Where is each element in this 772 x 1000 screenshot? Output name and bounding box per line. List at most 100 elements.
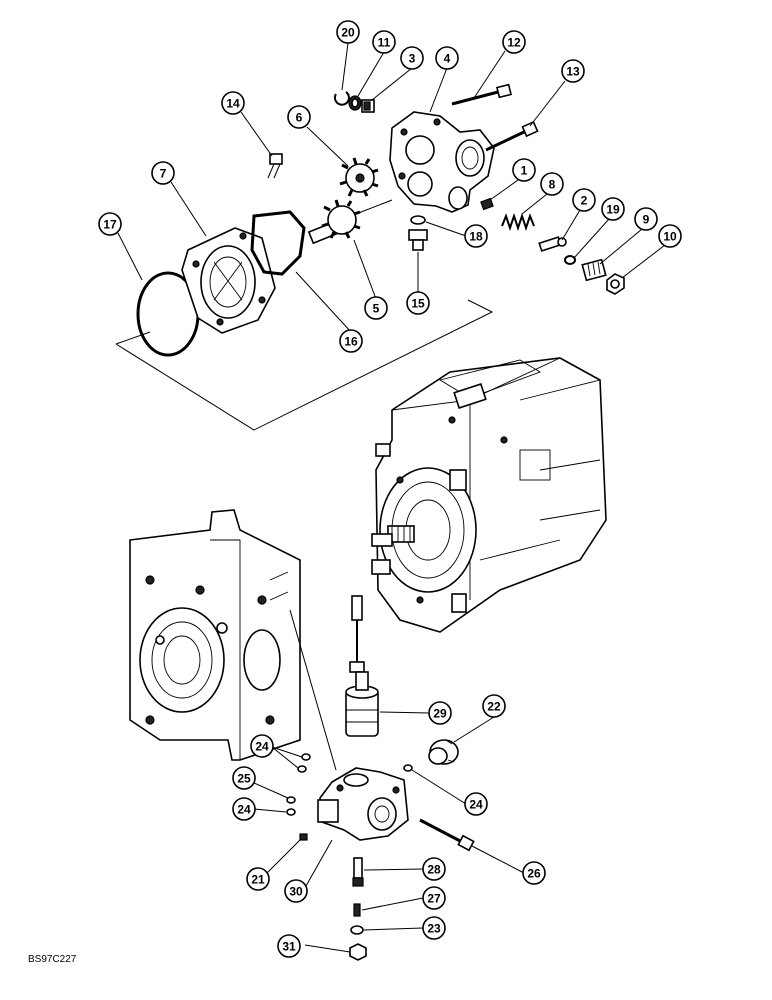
pump-body [389, 111, 495, 213]
callout-circle [502, 30, 526, 54]
callout-circle [221, 91, 245, 115]
callout-number: 17 [103, 218, 117, 232]
callout-4: 4 [435, 46, 459, 70]
solenoid [345, 595, 379, 737]
callout-circle [422, 886, 446, 910]
lock-nut [606, 273, 625, 295]
valve-bolt [419, 818, 475, 852]
callout-number: 8 [549, 178, 556, 192]
callout-31: 31 [277, 934, 301, 958]
callout-number: 11 [378, 36, 391, 50]
callout-circle [428, 701, 452, 725]
callout-number: 20 [341, 26, 355, 40]
callout-circle [422, 916, 446, 940]
drain-plug [408, 229, 428, 251]
callout-10: 10 [658, 224, 682, 248]
cap-nut-31 [349, 943, 367, 961]
set-screw [480, 197, 494, 211]
callout-circle [284, 879, 308, 903]
callout-number: 22 [487, 700, 501, 714]
callout-circle [250, 734, 274, 758]
callout-number: 4 [444, 52, 451, 66]
callout-number: 5 [373, 302, 380, 316]
callout-circle [561, 59, 585, 83]
callout-number: 10 [663, 230, 677, 244]
callout-circle [277, 934, 301, 958]
cover-bolt [267, 153, 283, 179]
callout-circle [400, 46, 424, 70]
reference-code: BS97C227 [28, 954, 77, 965]
callout-29: 29 [428, 701, 452, 725]
end-cap-housing [129, 509, 301, 761]
callout-20: 20 [336, 20, 360, 44]
callout-7: 7 [151, 161, 175, 185]
adjust-screw-28 [352, 857, 364, 887]
valve-body [317, 767, 409, 841]
o-ring-18 [410, 215, 426, 225]
gear-pump-assembly [136, 83, 625, 357]
callout-circle [482, 694, 506, 718]
callout-15: 15 [406, 291, 430, 315]
callout-19: 19 [601, 197, 625, 221]
callout-8: 8 [540, 172, 564, 196]
callout-circle [151, 161, 175, 185]
plug-3 [361, 99, 375, 113]
cover-gasket [250, 210, 306, 276]
callout-17: 17 [98, 212, 122, 236]
callout-number: 6 [296, 111, 303, 125]
long-bolt-12 [451, 83, 513, 106]
callout-circle [372, 30, 396, 54]
callout-number: 1 [521, 164, 528, 178]
callout-6: 6 [287, 105, 311, 129]
callout-22: 22 [482, 694, 506, 718]
control-valve [286, 595, 475, 961]
callout-circle [634, 207, 658, 231]
callout-number: 21 [251, 873, 265, 887]
drive-gear [339, 157, 379, 197]
callout-9: 9 [634, 207, 658, 231]
callout-number: 31 [282, 940, 296, 954]
callout-number: 13 [566, 65, 580, 79]
callout-number: 30 [289, 885, 303, 899]
callout-circle [464, 792, 488, 816]
callout-number: 15 [411, 297, 425, 311]
valve-plug [428, 739, 459, 765]
callout-18: 18 [464, 224, 488, 248]
callout-number: 24 [255, 740, 269, 754]
callout-circle [232, 797, 256, 821]
callout-circle [522, 861, 546, 885]
callout-number: 27 [427, 892, 441, 906]
callout-number: 23 [427, 922, 441, 936]
callout-2: 2 [572, 188, 596, 212]
seal-11 [348, 95, 362, 111]
callout-16: 16 [339, 329, 363, 353]
callout-30: 30 [284, 879, 308, 903]
callout-5: 5 [364, 296, 388, 320]
callout-14: 14 [221, 91, 245, 115]
o-ring-19 [564, 255, 576, 265]
callout-circle [572, 188, 596, 212]
callout-circle [540, 172, 564, 196]
callout-circle [364, 296, 388, 320]
callout-24: 24 [464, 792, 488, 816]
callout-circle [406, 291, 430, 315]
callout-number: 2 [581, 194, 588, 208]
callout-26: 26 [522, 861, 546, 885]
callout-13: 13 [561, 59, 585, 83]
relief-spring [501, 212, 535, 232]
adjust-plug [581, 258, 607, 282]
callout-circle [435, 46, 459, 70]
callout-circle [336, 20, 360, 44]
callout-number: 14 [226, 97, 240, 111]
callout-circle [98, 212, 122, 236]
callout-23: 23 [422, 916, 446, 940]
callout-25: 25 [232, 766, 256, 790]
callout-circle [232, 766, 256, 790]
callout-28: 28 [422, 857, 446, 881]
callout-circle [512, 158, 536, 182]
o-ring-23 [350, 925, 364, 935]
callout-circle [422, 857, 446, 881]
hydrostatic-pump [371, 357, 607, 633]
callout-number: 18 [469, 230, 483, 244]
